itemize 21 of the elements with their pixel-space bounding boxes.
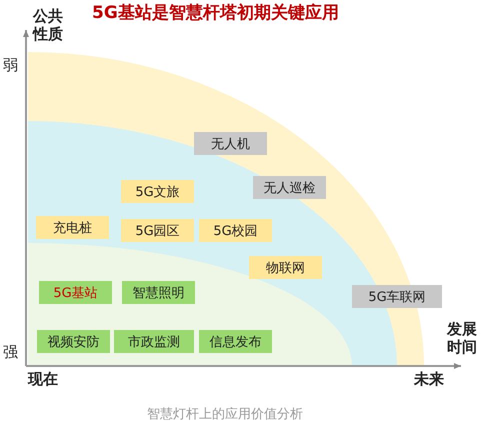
axis-label: 发展时间 <box>447 320 478 356</box>
axis-end-label: 强 <box>3 343 18 361</box>
caption: 智慧灯杆上的应用价值分析 <box>147 406 303 424</box>
application-tag: 无人巡检 <box>253 176 326 199</box>
application-tag: 物联网 <box>249 256 322 279</box>
axis-end-label: 现在 <box>28 370 58 388</box>
title: 5G基站是智慧杆塔初期关键应用 <box>92 3 339 23</box>
application-tag: 5G基站 <box>39 281 112 304</box>
application-tag: 充电桩 <box>36 216 109 239</box>
application-tag: 信息发布 <box>199 330 272 353</box>
application-tag: 5G园区 <box>121 219 194 242</box>
application-tag: 视频安防 <box>37 330 110 353</box>
application-tag: 5G文旅 <box>121 180 194 203</box>
axis-end-label: 弱 <box>3 56 18 74</box>
application-tag: 5G校园 <box>199 219 272 242</box>
application-tag: 5G车联网 <box>352 285 442 308</box>
application-tag: 无人机 <box>194 132 267 155</box>
application-tag: 市政监测 <box>114 330 194 353</box>
axis-label: 公共性质 <box>33 7 64 43</box>
application-tag: 智慧照明 <box>122 281 195 304</box>
axis-end-label: 未来 <box>414 370 444 388</box>
